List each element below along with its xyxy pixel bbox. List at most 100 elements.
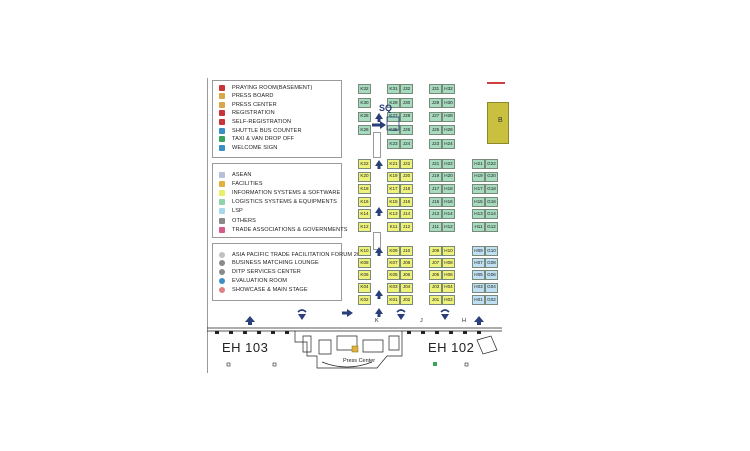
booth-g16[interactable]: G16 (485, 196, 498, 207)
booth-j26[interactable]: J26 (400, 125, 413, 136)
booth-j30[interactable]: J30 (400, 97, 413, 108)
booth-j05[interactable]: J05 (429, 270, 442, 281)
booth-k26[interactable]: K26 (358, 125, 371, 136)
booth-h24[interactable]: H24 (442, 139, 455, 150)
booth-k29[interactable]: K29 (387, 97, 400, 108)
booth-j08[interactable]: J08 (400, 258, 413, 269)
booth-j01[interactable]: J01 (429, 294, 442, 305)
booth-g18[interactable]: G18 (485, 184, 498, 195)
booth-h28[interactable]: H28 (442, 111, 455, 122)
booth-k02[interactable]: K02 (358, 294, 371, 305)
booth-h22[interactable]: H22 (442, 159, 455, 169)
booth-k20[interactable]: K20 (358, 171, 371, 182)
booth-k30[interactable]: K30 (358, 97, 371, 108)
booth-k32[interactable]: K32 (358, 84, 371, 94)
booth-k03[interactable]: K03 (387, 282, 400, 293)
booth-j18[interactable]: J18 (400, 184, 413, 195)
booth-h16[interactable]: H16 (442, 196, 455, 207)
booth-j31[interactable]: J31 (429, 84, 442, 94)
booth-j07[interactable]: J07 (429, 258, 442, 269)
booth-k12[interactable]: K12 (358, 222, 371, 232)
booth-k08[interactable]: K08 (358, 258, 371, 269)
booth-j24[interactable]: J24 (400, 139, 413, 150)
booth-h12[interactable]: H12 (442, 222, 455, 232)
booth-g14[interactable]: G14 (485, 209, 498, 220)
booth-j14[interactable]: J14 (400, 209, 413, 220)
booth-g04[interactable]: G04 (485, 282, 498, 293)
booth-h18[interactable]: H18 (442, 184, 455, 195)
booth-j23[interactable]: J23 (429, 139, 442, 150)
booth-k05[interactable]: K05 (387, 270, 400, 281)
booth-h04[interactable]: H04 (442, 282, 455, 293)
booth-j19[interactable]: J19 (429, 171, 442, 182)
booth-k16[interactable]: K16 (358, 196, 371, 207)
booth-k17[interactable]: K17 (387, 184, 400, 195)
booth-g20[interactable]: G20 (485, 171, 498, 182)
booth-h06[interactable]: H06 (442, 270, 455, 281)
booth-h03[interactable]: H03 (472, 282, 485, 293)
booth-j25[interactable]: J25 (429, 125, 442, 136)
booth-h20[interactable]: H20 (442, 171, 455, 182)
booth-j04[interactable]: J04 (400, 282, 413, 293)
booth-h14[interactable]: H14 (442, 209, 455, 220)
booth-j29[interactable]: J29 (429, 97, 442, 108)
booth-h01[interactable]: H01 (472, 294, 485, 305)
booth-h13[interactable]: H13 (472, 209, 485, 220)
booth-h17[interactable]: H17 (472, 184, 485, 195)
booth-k28[interactable]: K28 (358, 111, 371, 122)
booth-h05[interactable]: H05 (472, 270, 485, 281)
booth-g06[interactable]: G06 (485, 270, 498, 281)
booth-j16[interactable]: J16 (400, 196, 413, 207)
booth-k13[interactable]: K13 (387, 209, 400, 220)
booth-k09[interactable]: K09 (387, 246, 400, 256)
booth-j15[interactable]: J15 (429, 196, 442, 207)
booth-h02[interactable]: H02 (442, 294, 455, 305)
booth-h19[interactable]: H19 (472, 171, 485, 182)
booth-j21[interactable]: J21 (429, 159, 442, 169)
booth-j09[interactable]: J09 (429, 246, 442, 256)
booth-k04[interactable]: K04 (358, 282, 371, 293)
booth-j27[interactable]: J27 (429, 111, 442, 122)
booth-j12[interactable]: J12 (400, 222, 413, 232)
booth-h11[interactable]: H11 (472, 222, 485, 232)
booth-j03[interactable]: J03 (429, 282, 442, 293)
booth-k27[interactable]: K27 (387, 111, 400, 122)
booth-k06[interactable]: K06 (358, 270, 371, 281)
booth-g08[interactable]: G08 (485, 258, 498, 269)
booth-k31[interactable]: K31 (387, 84, 400, 94)
booth-j02[interactable]: J02 (400, 294, 413, 305)
booth-j13[interactable]: J13 (429, 209, 442, 220)
booth-h07[interactable]: H07 (472, 258, 485, 269)
booth-k22[interactable]: K22 (358, 159, 371, 169)
booth-h26[interactable]: H26 (442, 125, 455, 136)
booth-h08[interactable]: H08 (442, 258, 455, 269)
booth-j22[interactable]: J22 (400, 159, 413, 169)
booth-g22[interactable]: G22 (485, 159, 498, 169)
booth-k10[interactable]: K10 (358, 246, 371, 256)
booth-h09[interactable]: H09 (472, 246, 485, 256)
booth-g12[interactable]: G12 (485, 222, 498, 232)
booth-k11[interactable]: K11 (387, 222, 400, 232)
booth-h32[interactable]: H32 (442, 84, 455, 94)
booth-k18[interactable]: K18 (358, 184, 371, 195)
booth-j20[interactable]: J20 (400, 171, 413, 182)
booth-k21[interactable]: K21 (387, 159, 400, 169)
booth-k01[interactable]: K01 (387, 294, 400, 305)
booth-g02[interactable]: G02 (485, 294, 498, 305)
booth-j06[interactable]: J06 (400, 270, 413, 281)
booth-k23[interactable]: K23 (387, 139, 400, 150)
booth-j11[interactable]: J11 (429, 222, 442, 232)
booth-h21[interactable]: H21 (472, 159, 485, 169)
booth-k14[interactable]: K14 (358, 209, 371, 220)
booth-j17[interactable]: J17 (429, 184, 442, 195)
booth-h15[interactable]: H15 (472, 196, 485, 207)
booth-h30[interactable]: H30 (442, 97, 455, 108)
booth-g10[interactable]: G10 (485, 246, 498, 256)
booth-h10[interactable]: H10 (442, 246, 455, 256)
booth-k15[interactable]: K15 (387, 196, 400, 207)
booth-k19[interactable]: K19 (387, 171, 400, 182)
booth-j10[interactable]: J10 (400, 246, 413, 256)
booth-j32[interactable]: J32 (400, 84, 413, 94)
booth-j28[interactable]: J28 (400, 111, 413, 122)
booth-k07[interactable]: K07 (387, 258, 400, 269)
